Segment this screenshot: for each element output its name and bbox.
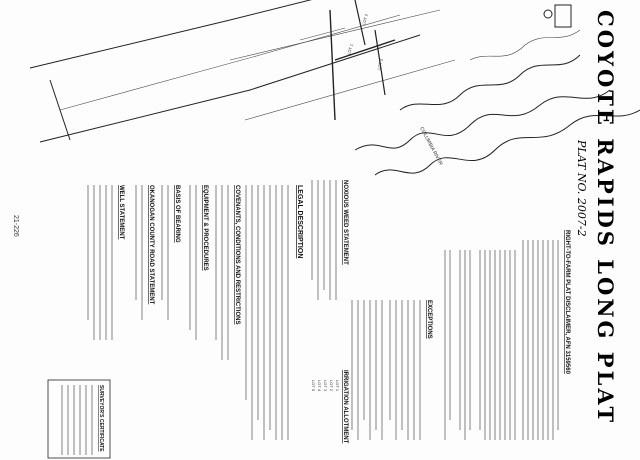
plat-title: COYOTE RAPIDS LONG PLAT — [593, 10, 618, 425]
right-to-farm-disclaimer: RIGHT-TO-FARM PLAT DISCLAIMER, AFN 31595… — [564, 230, 570, 375]
exceptions-block: EXCEPTIONS — [351, 300, 432, 440]
irrigation-block: IRRIGATION ALLOTMENT LOT 1 LOT 2 LOT 3 L… — [311, 370, 348, 444]
lot-label: LOT 1 — [346, 43, 354, 56]
title-block: COYOTE RAPIDS LONG PLAT PLAT NO. 2007-2 … — [564, 10, 618, 425]
irrigation-lot: LOT 3 — [323, 380, 328, 392]
legal-description-block: LEGAL DESCRIPTION — [245, 185, 303, 440]
surveyor-certificate: SURVEYOR'S CERTIFICATE — [47, 379, 111, 459]
plat-number: PLAT NO. 2007-2 — [575, 139, 588, 237]
equipment-heading: EQUIPMENT & PROCEDURES — [202, 185, 208, 271]
irrigation-lot: LOT 4 — [317, 380, 322, 392]
legal-description-heading: LEGAL DESCRIPTION — [296, 185, 303, 258]
equipment-block: EQUIPMENT & PROCEDURES — [189, 185, 208, 340]
basis-of-bearing-heading: BASIS OF BEARING — [174, 185, 180, 243]
lot-label: LOT 2 — [361, 13, 369, 26]
covenants-block: COVENANTS, CONDITIONS AND RESTRICTIONS — [215, 185, 240, 360]
covenants-heading: COVENANTS, CONDITIONS AND RESTRICTIONS — [234, 185, 240, 324]
irrigation-lot: LOT 5 — [311, 380, 316, 392]
lot-boundaries — [299, 0, 572, 121]
road-lines — [29, 0, 456, 143]
well-statement-block: WELL STATEMENT — [87, 185, 124, 340]
noxious-weed-block: NOXIOUS WEED STATEMENT — [311, 180, 348, 300]
surveyor-heading: SURVEYOR'S CERTIFICATE — [98, 385, 104, 452]
basis-of-bearing-block: BASIS OF BEARING — [161, 185, 180, 320]
irrigation-lot: LOT 1 — [335, 380, 340, 392]
road-statement-heading: OKANOGAN COUNTY ROAD STATEMENT — [148, 185, 154, 305]
river-label: COLUMBIA RIVER — [418, 126, 443, 167]
road-statement-block: OKANOGAN COUNTY ROAD STATEMENT — [135, 185, 154, 320]
lot-label: LOT 3 — [376, 58, 384, 71]
well-statement-heading: WELL STATEMENT — [118, 185, 124, 240]
right-to-farm-text — [444, 240, 559, 440]
sheet-number: 21-226 — [12, 215, 19, 237]
noxious-weed-heading: NOXIOUS WEED STATEMENT — [342, 180, 348, 265]
exceptions-heading: EXCEPTIONS — [426, 300, 432, 339]
irrigation-heading: IRRIGATION ALLOTMENT — [342, 370, 348, 444]
irrigation-lot: LOT 2 — [329, 380, 334, 392]
map-labels: COLUMBIA RIVER LOT 1 LOT 2 LOT 3 — [346, 13, 444, 167]
river-contours — [354, 29, 640, 176]
